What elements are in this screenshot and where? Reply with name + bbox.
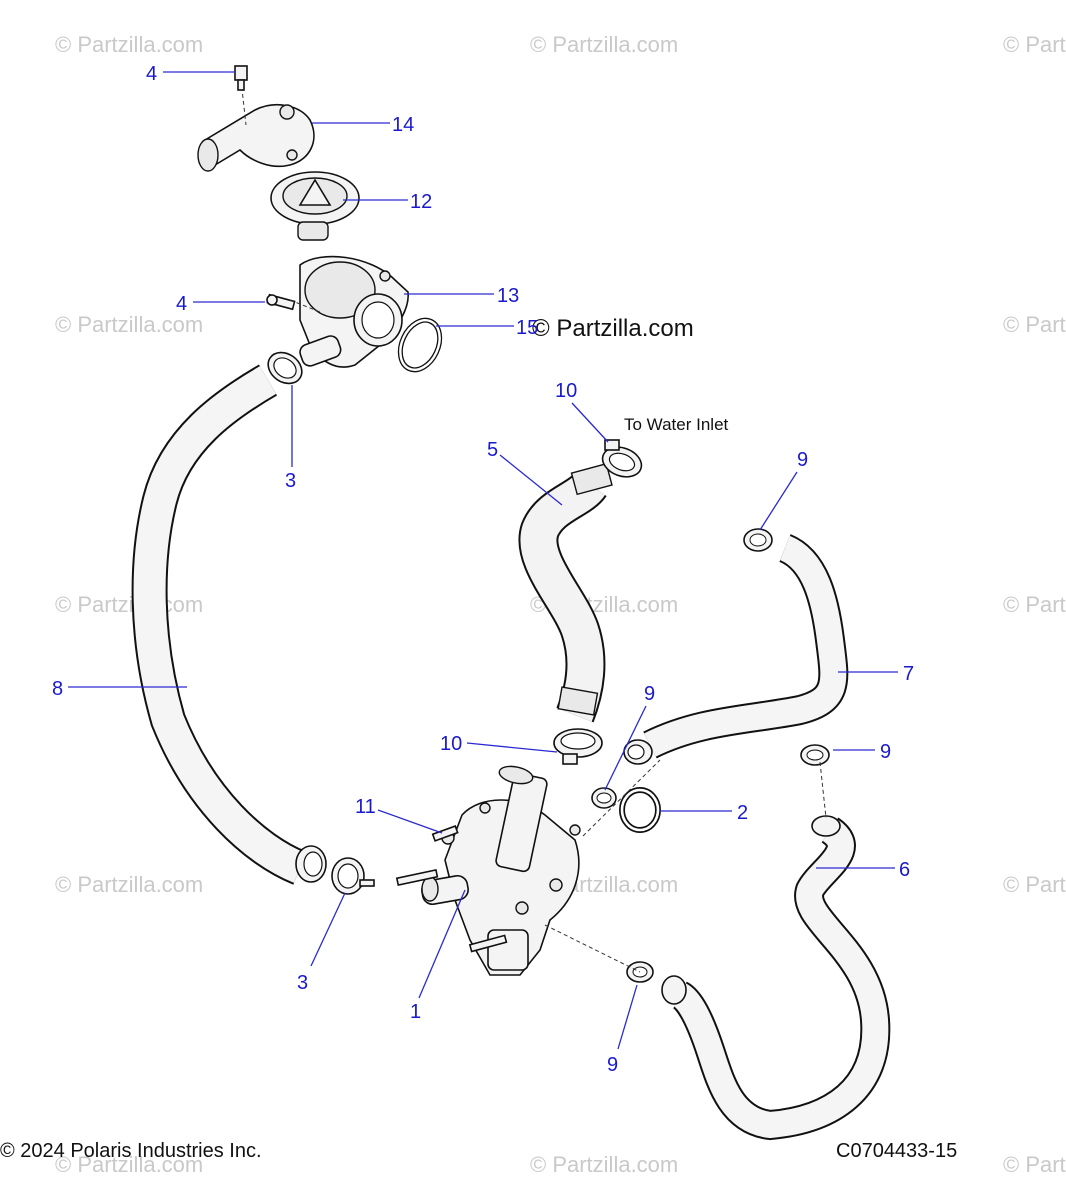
thermostat-housing-13 bbox=[299, 255, 409, 368]
callout-14: 14 bbox=[392, 114, 414, 136]
watermark: © Partzilla.com bbox=[530, 1152, 678, 1177]
callout-7: 7 bbox=[903, 663, 914, 685]
copyright-footer: © 2024 Polaris Industries Inc. bbox=[0, 1140, 262, 1162]
callout-1: 1 bbox=[410, 1001, 421, 1023]
watermark: © Partzilla.com bbox=[530, 32, 678, 57]
callout-9-right: 9 bbox=[880, 741, 891, 763]
callout-3-top: 3 bbox=[285, 470, 296, 492]
callout-9-lower: 9 bbox=[607, 1054, 618, 1076]
callout-10-top: 10 bbox=[555, 380, 577, 402]
leader-lines bbox=[68, 71, 898, 1050]
clamp-3-top bbox=[267, 351, 303, 385]
callout-5: 5 bbox=[487, 439, 498, 461]
callout-15: 15 bbox=[516, 317, 538, 339]
watermark: © Partzilla.com bbox=[55, 1152, 203, 1177]
callout-4-mid: 4 bbox=[176, 293, 187, 315]
watermark: © Partzilla.com bbox=[55, 312, 203, 337]
alignment-lines bbox=[289, 299, 827, 973]
water-pump-1 bbox=[421, 765, 581, 976]
clamp-9-right bbox=[800, 744, 830, 766]
pump-bolts bbox=[395, 825, 508, 953]
clamp-9-center bbox=[591, 787, 617, 809]
callout-6: 6 bbox=[899, 859, 910, 881]
watermark: © Partzilla.com bbox=[1003, 1152, 1066, 1177]
watermark: © Partzilla.com bbox=[1003, 312, 1066, 337]
o-ring-2 bbox=[619, 787, 661, 833]
hose-7 bbox=[623, 534, 849, 765]
hose-5 bbox=[518, 462, 613, 723]
diagram-code: C0704433-15 bbox=[836, 1140, 958, 1162]
callout-9-center: 9 bbox=[644, 683, 655, 705]
watermark: © Partzilla.com bbox=[1003, 872, 1066, 897]
thermostat-12 bbox=[270, 171, 360, 241]
watermark: © Partzilla.com bbox=[1003, 32, 1066, 57]
callout-4-top: 4 bbox=[146, 63, 157, 85]
watermark: © Partzilla.com bbox=[55, 872, 203, 897]
callout-13: 13 bbox=[497, 285, 519, 307]
callout-labels: 4 14 12 4 13 15 3 10 5 9 8 7 9 10 9 11 2… bbox=[52, 63, 914, 1076]
hose-6 bbox=[661, 815, 891, 1141]
callout-10-bottom: 10 bbox=[440, 733, 462, 755]
clamp-9-upper-right bbox=[743, 528, 773, 552]
clamp-10-bottom bbox=[553, 728, 603, 765]
watermark: © Partzilla.com bbox=[1003, 592, 1066, 617]
callout-9-upper-right: 9 bbox=[797, 449, 808, 471]
clamp-3-bottom bbox=[331, 857, 375, 895]
water-inlet-note: To Water Inlet bbox=[624, 415, 729, 434]
o-ring-15 bbox=[397, 317, 443, 373]
callout-2: 2 bbox=[737, 802, 748, 824]
watermark-main: © Partzilla.com bbox=[532, 315, 694, 342]
callout-12: 12 bbox=[410, 191, 432, 213]
thermostat-cover-14 bbox=[197, 79, 315, 172]
callout-8: 8 bbox=[52, 678, 63, 700]
watermark: © Partzilla.com bbox=[55, 592, 203, 617]
callout-3-bottom: 3 bbox=[297, 972, 308, 994]
watermark: © Partzilla.com bbox=[55, 32, 203, 57]
bolt-4-mid bbox=[266, 293, 296, 311]
bolt-4-top bbox=[234, 65, 248, 91]
hose-8 bbox=[131, 364, 327, 885]
clamp-10-top bbox=[601, 439, 643, 478]
callout-11: 11 bbox=[355, 796, 376, 818]
watermark-layer: © Partzilla.com © Partzilla.com © Partzi… bbox=[55, 32, 1066, 1177]
